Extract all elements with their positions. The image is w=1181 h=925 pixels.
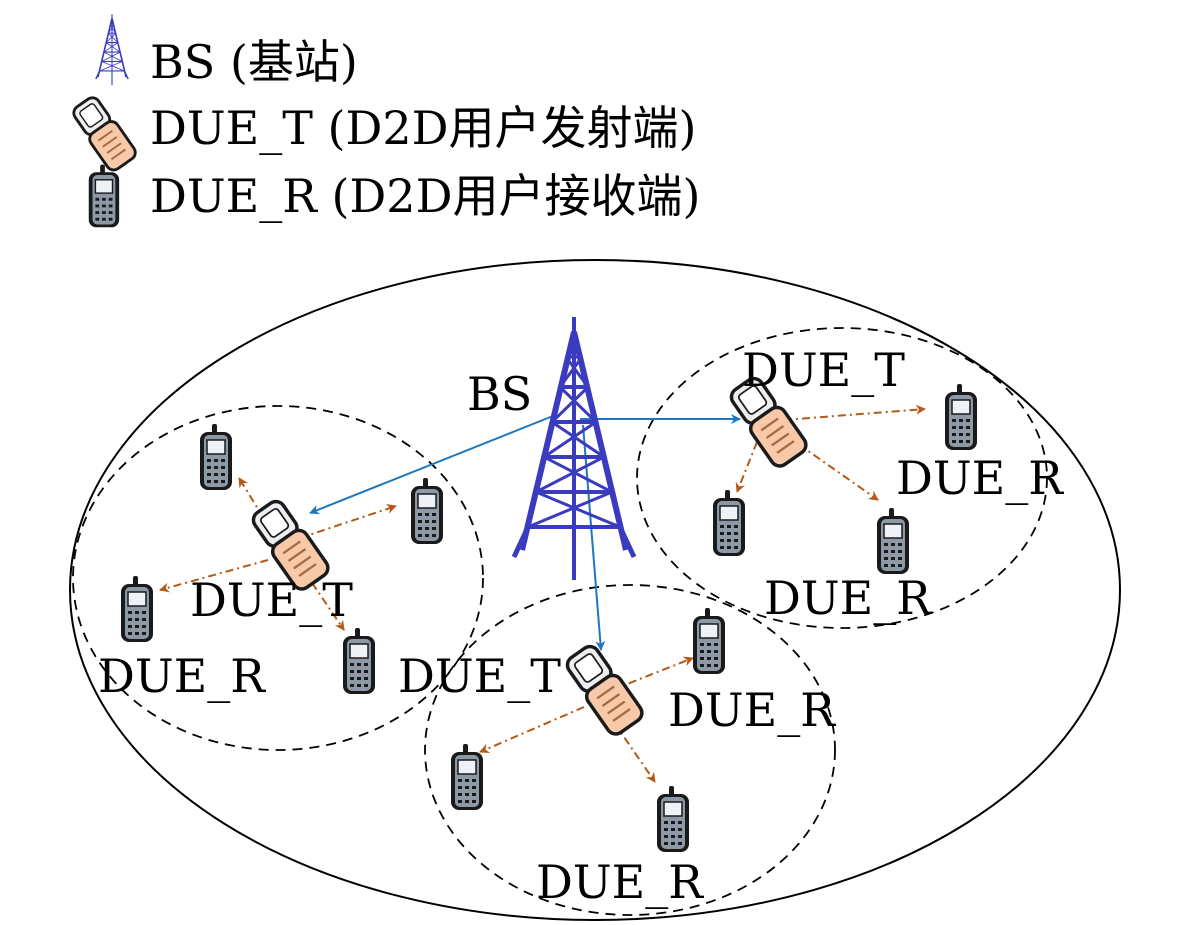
right-rx-label-a: DUE_R	[896, 451, 1064, 505]
left-rx-bar-phone-icon	[410, 477, 444, 545]
left-rx-bar-phone-icon	[199, 423, 233, 491]
left-d2d-cluster-boundary	[72, 405, 484, 751]
right-rx-bar-phone-icon	[712, 489, 746, 557]
bs-label: BS	[467, 367, 532, 421]
legend-tower-icon	[94, 13, 130, 87]
legend-bar-phone-icon	[87, 163, 121, 229]
legend: BS (基站) DUE_T (D2D用户发射端) DUE_R (D2D用户接收端…	[67, 13, 700, 229]
left-rx-bar-phone-icon	[120, 575, 154, 643]
left-tx-label: DUE_T	[190, 573, 353, 627]
legend-rx-label: DUE_R (D2D用户接收端)	[150, 169, 700, 223]
d2d-link	[603, 707, 656, 783]
bs-links	[309, 414, 741, 651]
d2d-link	[611, 656, 694, 691]
legend-bs-label: BS (基站)	[150, 35, 358, 89]
left-rx-bar-phone-icon	[342, 627, 376, 695]
right-rx-label-b: DUE_R	[764, 571, 932, 625]
legend-tx-label: DUE_T (D2D用户发射端)	[150, 101, 696, 155]
legend-flip-phone-icon	[67, 92, 140, 175]
right-rx-bar-phone-icon	[876, 507, 910, 575]
d2d-link	[159, 559, 269, 593]
left-rx-label: DUE_R	[98, 649, 266, 703]
macro-cell-boundary	[69, 259, 1121, 921]
bs-link-left	[309, 415, 554, 515]
bottom-rx-bar-phone-icon	[450, 743, 484, 811]
d2d-link	[479, 706, 585, 754]
bottom-rx-label-a: DUE_R	[668, 683, 836, 737]
right-d2d-cluster-boundary	[636, 327, 1048, 629]
base-station-tower-icon	[514, 317, 634, 580]
bottom-rx-label-b: DUE_R	[536, 855, 704, 909]
right-rx-bar-phone-icon	[944, 383, 978, 451]
bs-link-bottom	[582, 424, 606, 651]
d2d-link	[735, 441, 758, 493]
right-tx-label: DUE_T	[742, 343, 905, 397]
left-center-tx-label: DUE_T	[398, 649, 561, 703]
bottom-tx-flip-phone-icon	[560, 639, 648, 740]
bottom-d2d-cluster-boundary	[424, 584, 836, 916]
bottom-rx-bar-phone-icon	[692, 607, 726, 675]
d2d-link	[783, 404, 926, 421]
bottom-rx-bar-phone-icon	[656, 785, 690, 853]
d2d-link	[299, 504, 397, 539]
